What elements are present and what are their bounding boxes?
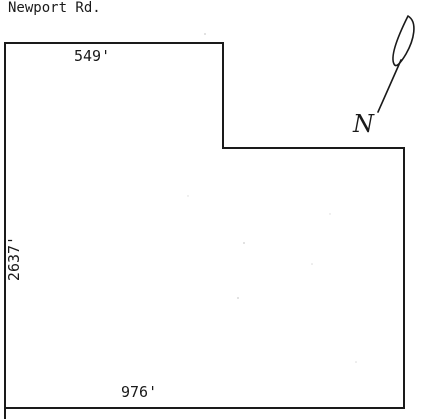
bottom-dimension-label: 976': [121, 383, 158, 401]
parcel-boundary: [4, 42, 405, 409]
north-arrow-icon: [377, 15, 415, 113]
side-dimension-label: 2637': [5, 235, 24, 282]
north-label: N: [353, 110, 374, 138]
scan-specks: [187, 33, 357, 363]
top-dimension-label: 549': [74, 47, 111, 65]
road-label: Newport Rd.: [8, 0, 101, 16]
